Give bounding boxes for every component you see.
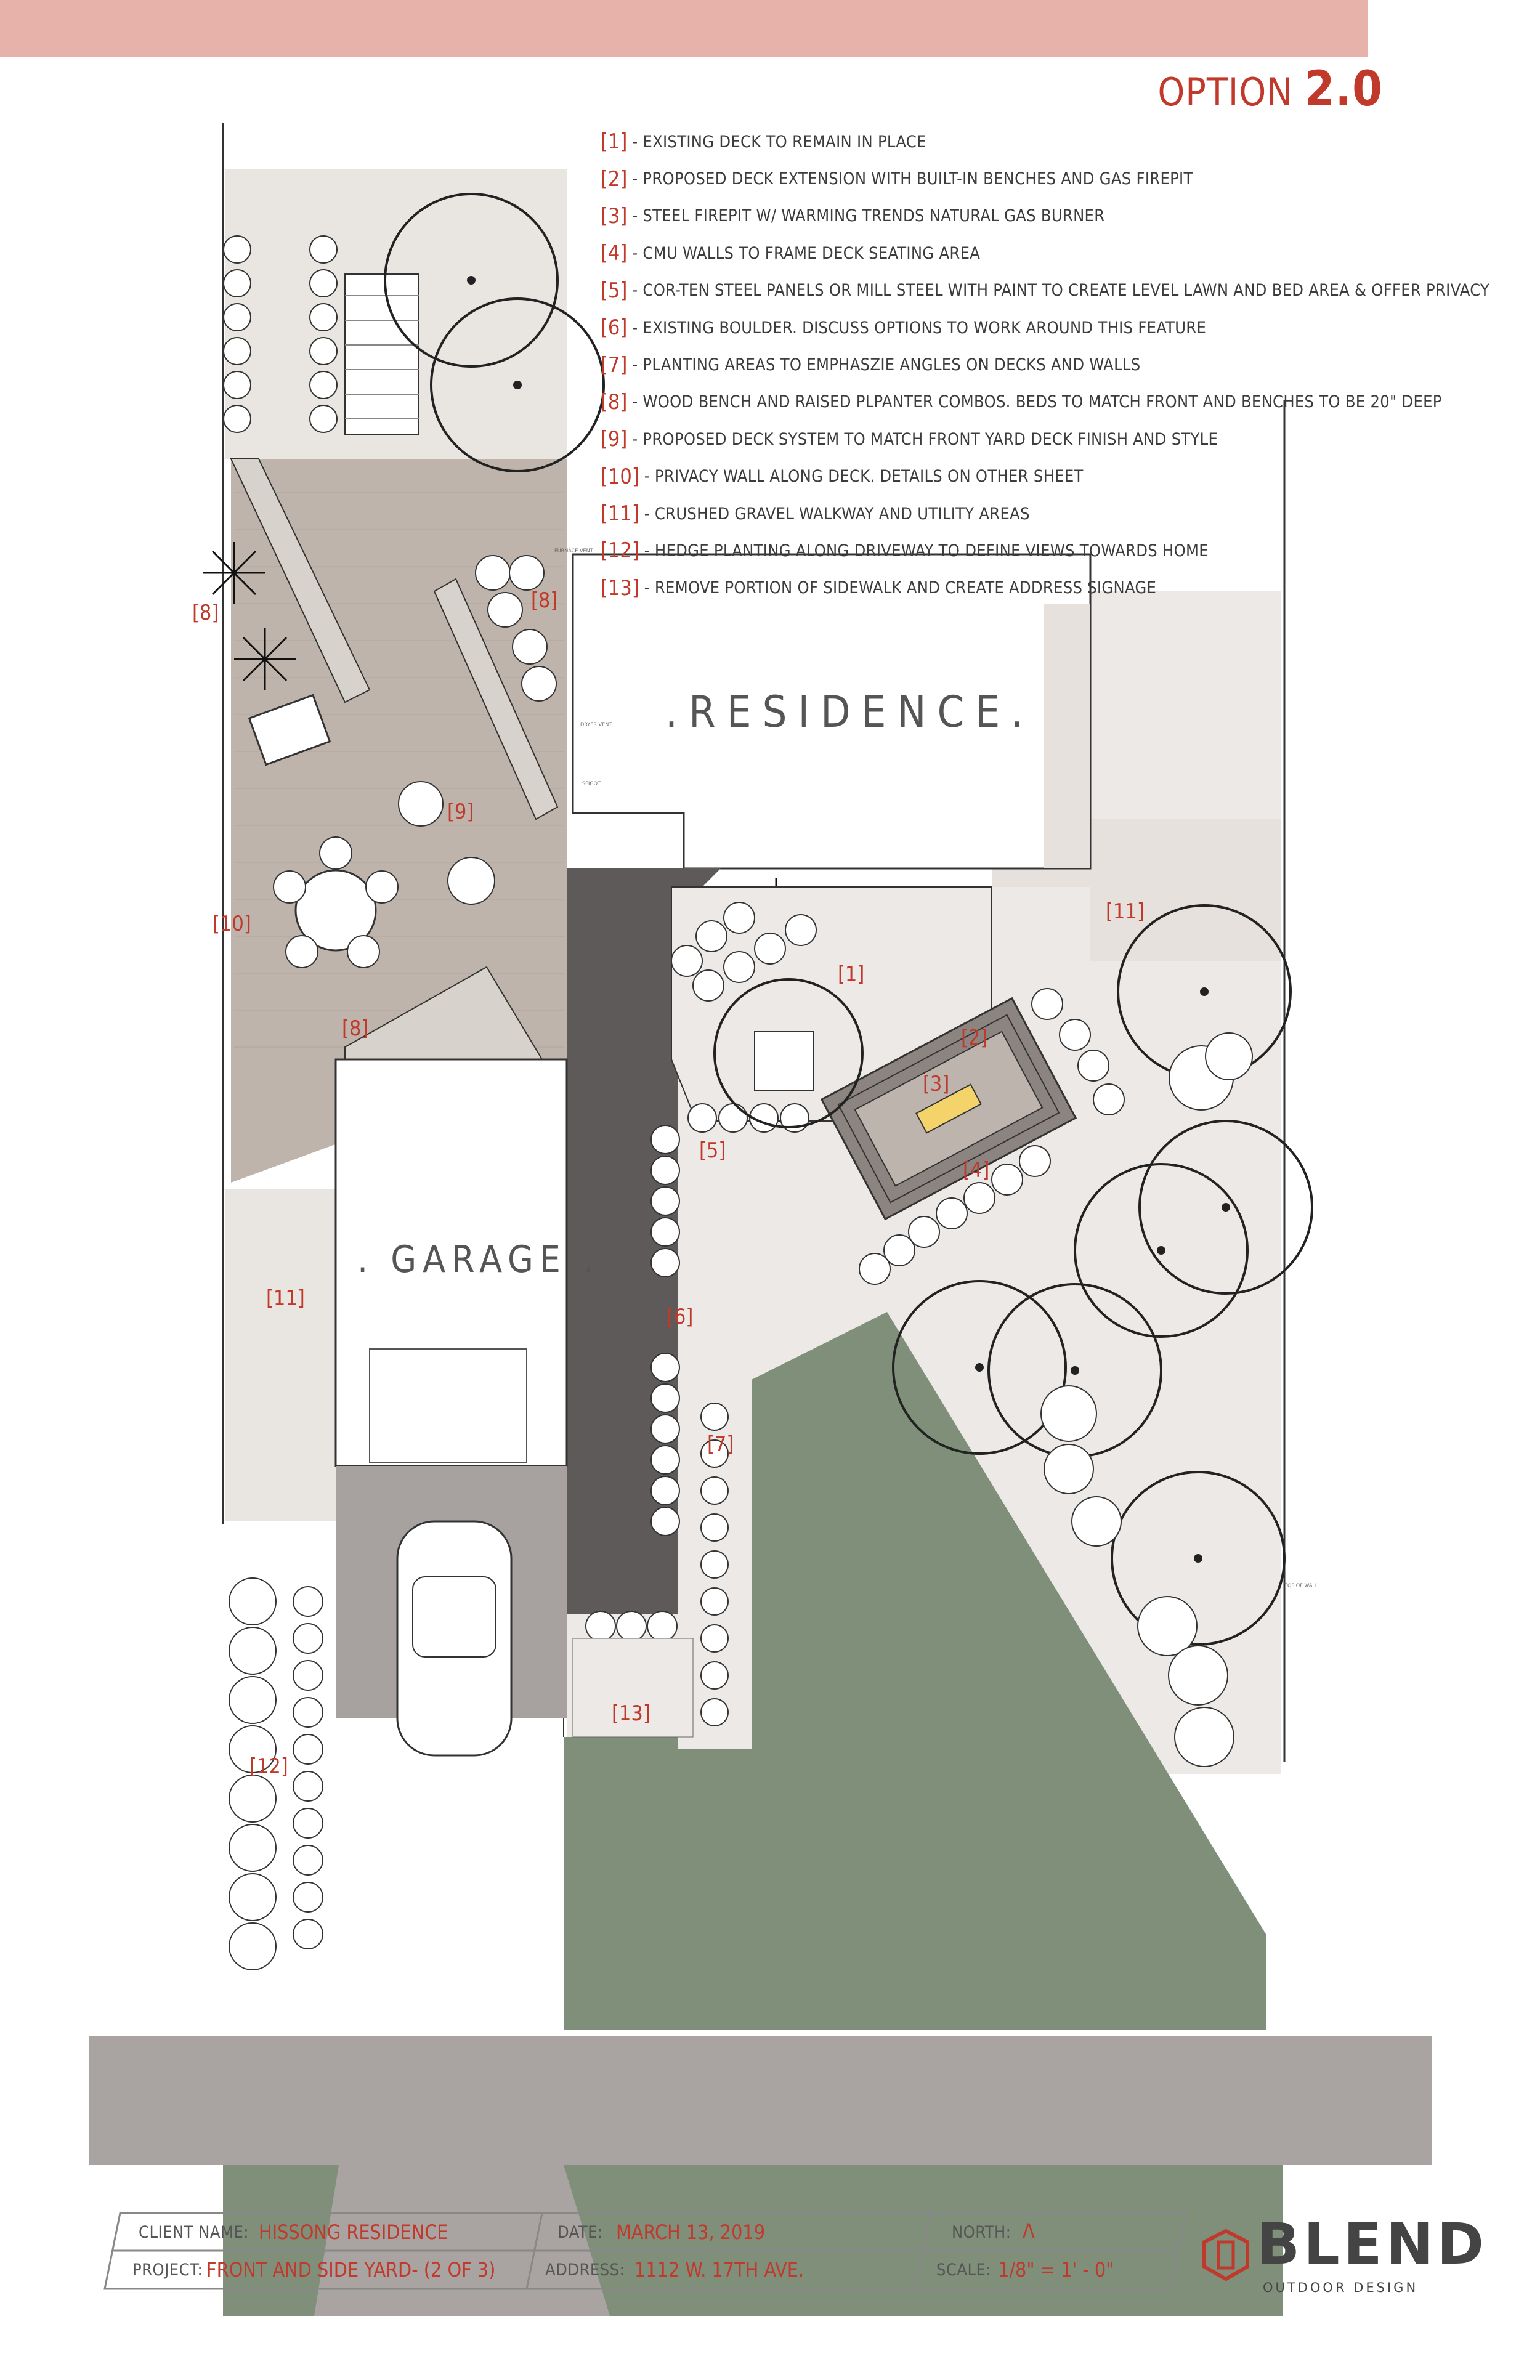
callout-5: [5]: [699, 1138, 726, 1163]
project-label: PROJECT:: [132, 2261, 203, 2280]
driveway: [567, 868, 678, 1614]
gravel-walkway-left: [225, 1189, 336, 1521]
callout-7: [7]: [707, 1432, 734, 1457]
legend-item: [8]- Wood bench and raised plpanter comb…: [601, 389, 1442, 415]
north-label: NORTH:: [952, 2223, 1011, 2242]
legend-item: [2]- Proposed deck extension with built-…: [601, 166, 1193, 192]
top-of-wall-label: TOP OF WALL: [1284, 1583, 1318, 1589]
firepit: [915, 1083, 982, 1134]
furnace-vent-label: FURNACE VENT: [554, 548, 593, 554]
legend-item: [4]- CMU walls to frame deck seating are…: [601, 241, 981, 266]
legend-item: [3]- Steel firepit w/ Warming Trends nat…: [601, 203, 1105, 229]
legend-item: [1]- Existing deck to remain in place: [601, 129, 926, 155]
new-deck-extension: [820, 997, 1077, 1221]
callout-8-right: [8]: [531, 588, 558, 613]
callout-11-left: [11]: [266, 1286, 305, 1311]
client-value: HISSONG RESIDENCE: [259, 2220, 448, 2244]
callout-4: [4]: [963, 1158, 990, 1183]
header-banner: [0, 0, 1368, 57]
legend-item: [10]- Privacy wall along deck. Details o…: [601, 464, 1084, 489]
callout-2: [2]: [961, 1026, 988, 1050]
brand-tagline: OUTDOOR DESIGN: [1263, 2280, 1419, 2295]
dining-table: [294, 869, 377, 952]
scale-value: 1/8" = 1' - 0": [998, 2258, 1114, 2281]
brand-logo-icon: [1202, 2228, 1249, 2281]
garage-label: . GARAGE .: [357, 1238, 601, 1281]
street: [89, 2036, 1432, 2165]
north-arrow-icon: Λ: [1023, 2219, 1035, 2243]
callout-3: [3]: [923, 1072, 950, 1096]
scale-label: SCALE:: [936, 2261, 992, 2280]
residence-label: .RESIDENCE.: [665, 687, 1035, 737]
address-value: 1112 W. 17TH AVE.: [634, 2258, 804, 2281]
callout-11-right: [11]: [1106, 899, 1145, 924]
legend-item: [7]- Planting areas to emphaszie angles …: [601, 352, 1141, 378]
callout-8-bottom: [8]: [342, 1016, 369, 1041]
project-value: FRONT AND SIDE YARD- (2 OF 3): [206, 2258, 496, 2281]
legend-item: [11]- Crushed gravel walkway and utility…: [601, 501, 1030, 527]
legend-item: [13]- Remove portion of sidewalk and cre…: [601, 575, 1157, 601]
option-word: OPTION: [1157, 70, 1293, 115]
option-title: OPTION 2.0: [1157, 62, 1383, 117]
callout-12: [12]: [249, 1754, 288, 1779]
callout-6: [6]: [667, 1305, 694, 1329]
client-label: CLIENT NAME:: [139, 2223, 249, 2242]
legend-item: [5]- Cor-ten steel panels or mill steel …: [601, 278, 1490, 303]
callout-1: [1]: [838, 962, 865, 987]
date-label: DATE:: [557, 2223, 603, 2242]
legend-item: [12]- Hedge planting along driveway to d…: [601, 538, 1209, 564]
callout-13: [13]: [612, 1701, 650, 1726]
address-label: ADDRESS:: [545, 2261, 625, 2280]
legend: [1]- Existing deck to remain in place [2…: [601, 123, 1489, 607]
option-number: 2.0: [1304, 62, 1383, 117]
callout-8-left: [8]: [192, 601, 219, 625]
gravel-utility-right: [1090, 591, 1281, 1774]
callout-10: [10]: [213, 912, 251, 936]
dryer-vent-label: DRYER VENT: [580, 722, 612, 728]
lawn: [752, 1312, 1266, 2030]
brand-name: BLEND: [1257, 2211, 1488, 2277]
legend-item: [9]- Proposed deck system to match front…: [601, 427, 1218, 452]
callout-9: [9]: [447, 799, 474, 824]
date-value: MARCH 13, 2019: [616, 2220, 765, 2244]
legend-item: [6]- Existing boulder. Discuss options t…: [601, 315, 1207, 341]
spigot-label: SPIGOT: [582, 781, 601, 787]
